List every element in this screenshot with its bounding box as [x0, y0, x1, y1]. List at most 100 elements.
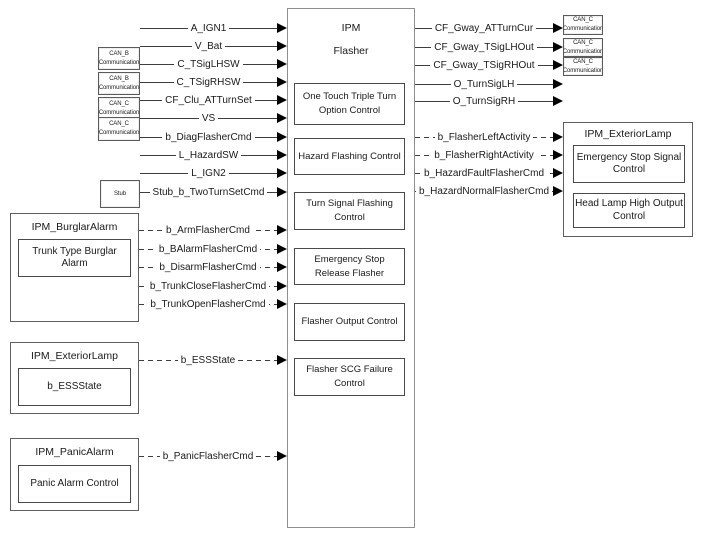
- arrow-right-icon: [277, 355, 287, 365]
- signal-b-trunkcloseflashercmd: b_TrunkCloseFlasherCmd: [139, 279, 287, 293]
- signal-label: b_ArmFlasherCmd: [163, 224, 253, 236]
- signal-label: b_ESSState: [177, 354, 239, 366]
- arrow-right-icon: [553, 96, 563, 106]
- arrow-right-icon: [277, 168, 287, 178]
- arrow-right-icon: [277, 244, 287, 254]
- can-port-label: CAN_B: [109, 50, 129, 57]
- arrow-right-icon: [277, 281, 287, 291]
- signal-l-ign2: L_IGN2: [140, 166, 287, 180]
- signal-cf-clu-atturnset: CF_Clu_ATTurnSet: [140, 93, 287, 107]
- function-box-turn-signal-flashing: Turn Signal Flashing Control: [294, 192, 405, 230]
- can-port-label: CAN_C: [109, 121, 129, 128]
- burglar-alarm-title: IPM_BurglarAlarm: [31, 221, 118, 233]
- function-box-flasher-output: Flasher Output Control: [294, 303, 405, 341]
- function-box-hazard-flashing: Hazard Flashing Control: [294, 138, 405, 175]
- signal-a-ign1: A_IGN1: [140, 21, 287, 35]
- signal-label: b_FlasherRightActivity: [431, 149, 537, 161]
- signal-cf-gway-tsiglhout: CF_Gway_TSigLHOut: [415, 40, 563, 54]
- arrow-right-icon: [277, 113, 287, 123]
- can-port-label: Communication: [98, 109, 140, 116]
- arrow-right-icon: [277, 299, 287, 309]
- signal-label: b_DiagFlasherCmd: [162, 131, 255, 143]
- signal-label: CF_Gway_TSigLHOut: [431, 41, 537, 53]
- stub-label: Stub: [114, 190, 126, 197]
- trunk-type-burglar-alarm-box: Trunk Type Burglar Alarm: [18, 239, 131, 277]
- arrow-right-icon: [277, 451, 287, 461]
- arrow-right-icon: [553, 168, 563, 178]
- signal-label: L_IGN2: [188, 167, 229, 179]
- arrow-right-icon: [553, 186, 563, 196]
- panic-alarm-title: IPM_PanicAlarm: [35, 446, 114, 458]
- can-c-port-box: CAN_C Communication: [563, 38, 603, 57]
- signal-label: L_HazardSW: [175, 149, 242, 161]
- signal-label: Stub_b_TwoTurnSetCmd: [149, 186, 268, 198]
- exterior-lamp-left-title: IPM_ExteriorLamp: [31, 350, 118, 362]
- signal-label: A_IGN1: [187, 22, 230, 34]
- arrow-right-icon: [553, 132, 563, 142]
- exterior-lamp-right-title: IPM_ExteriorLamp: [584, 128, 672, 140]
- can-port-label: Communication: [98, 59, 140, 66]
- main-module-subtitle: Flasher: [333, 45, 369, 57]
- signal-label: b_FlasherLeftActivity: [434, 131, 534, 143]
- signal-b-flasherleftactivity: b_FlasherLeftActivity: [415, 130, 563, 144]
- arrow-right-icon: [277, 225, 287, 235]
- signal-b-hazardnormalflashercmd: b_HazardNormalFlasherCmd: [415, 184, 563, 198]
- function-box-one-touch-triple-turn: One Touch Triple Turn Option Control: [294, 83, 405, 125]
- signal-label: V_Bat: [191, 40, 226, 52]
- signal-c-tsiglhsw: C_TSigLHSW: [140, 57, 287, 71]
- signal-cf-gway-tsigrhout: CF_Gway_TSigRHOut: [415, 58, 563, 72]
- ess-state-box: b_ESSState: [18, 368, 131, 406]
- emergency-stop-signal-control-box: Emergency Stop Signal Control: [573, 145, 685, 183]
- arrow-right-icon: [277, 23, 287, 33]
- signal-label: b_HazardFaultFlasherCmd: [420, 167, 548, 179]
- signal-v-bat: V_Bat: [140, 39, 287, 53]
- signal-label: C_TSigLHSW: [174, 58, 243, 70]
- can-c-port-box: CAN_C Communication: [98, 117, 140, 141]
- can-b-port-box: CAN_B Communication: [98, 47, 140, 70]
- signal-b-flasherrightactivity: b_FlasherRightActivity: [415, 148, 563, 162]
- function-box-emergency-stop-release: Emergency Stop Release Flasher: [294, 248, 405, 285]
- can-c-port-box: CAN_C Communication: [563, 15, 603, 35]
- arrow-right-icon: [277, 262, 287, 272]
- can-port-label: Communication: [563, 26, 603, 32]
- can-port-label: CAN_C: [573, 39, 593, 46]
- signal-c-tsigrhsw: C_TSigRHSW: [140, 75, 287, 89]
- signal-o-turnsigrh: O_TurnSigRH: [415, 94, 563, 108]
- signal-label: O_TurnSigLH: [450, 78, 518, 90]
- arrow-right-icon: [553, 79, 563, 89]
- signal-label: b_PanicFlasherCmd: [159, 450, 257, 462]
- can-port-label: CAN_C: [573, 17, 593, 24]
- signal-cf-gway-atturncur: CF_Gway_ATTurnCur: [415, 21, 563, 35]
- signal-label: CF_Clu_ATTurnSet: [162, 94, 255, 106]
- signal-b-balarmflashercmd: b_BAlarmFlasherCmd: [139, 242, 287, 256]
- arrow-right-icon: [277, 95, 287, 105]
- signal-label: CF_Gway_TSigRHOut: [430, 59, 538, 71]
- signal-label: b_TrunkCloseFlasherCmd: [146, 280, 270, 292]
- head-lamp-high-output-control-box: Head Lamp High Output Control: [573, 193, 685, 228]
- arrow-right-icon: [277, 187, 287, 197]
- arrow-right-icon: [553, 42, 563, 52]
- signal-b-hazardfaultflashercmd: b_HazardFaultFlasherCmd: [415, 166, 563, 180]
- arrow-right-icon: [277, 59, 287, 69]
- signal-label: b_TrunkOpenFlasherCmd: [147, 298, 269, 310]
- can-port-label: Communication: [563, 67, 603, 74]
- stub-port-box: Stub: [100, 180, 140, 208]
- signal-vs: VS: [140, 111, 287, 125]
- can-port-label: CAN_B: [109, 75, 129, 82]
- arrow-right-icon: [277, 77, 287, 87]
- signal-b-disarmflashercmd: b_DisarmFlasherCmd: [139, 260, 287, 274]
- arrow-right-icon: [277, 41, 287, 51]
- arrow-right-icon: [553, 23, 563, 33]
- signal-b-armflashercmd: b_ArmFlasherCmd: [139, 223, 287, 237]
- signal-label: O_TurnSigRH: [449, 95, 519, 107]
- can-c-port-box: CAN_C Communication: [563, 57, 603, 76]
- can-port-label: Communication: [98, 130, 140, 136]
- signal-b-essstate: b_ESSState: [139, 353, 287, 367]
- signal-label: b_HazardNormalFlasherCmd: [415, 185, 553, 197]
- function-box-flasher-scg-failure: Flasher SCG Failure Control: [294, 358, 405, 396]
- can-port-label: CAN_C: [109, 100, 129, 107]
- arrow-right-icon: [553, 60, 563, 70]
- arrow-right-icon: [553, 150, 563, 160]
- signal-label: VS: [198, 112, 219, 124]
